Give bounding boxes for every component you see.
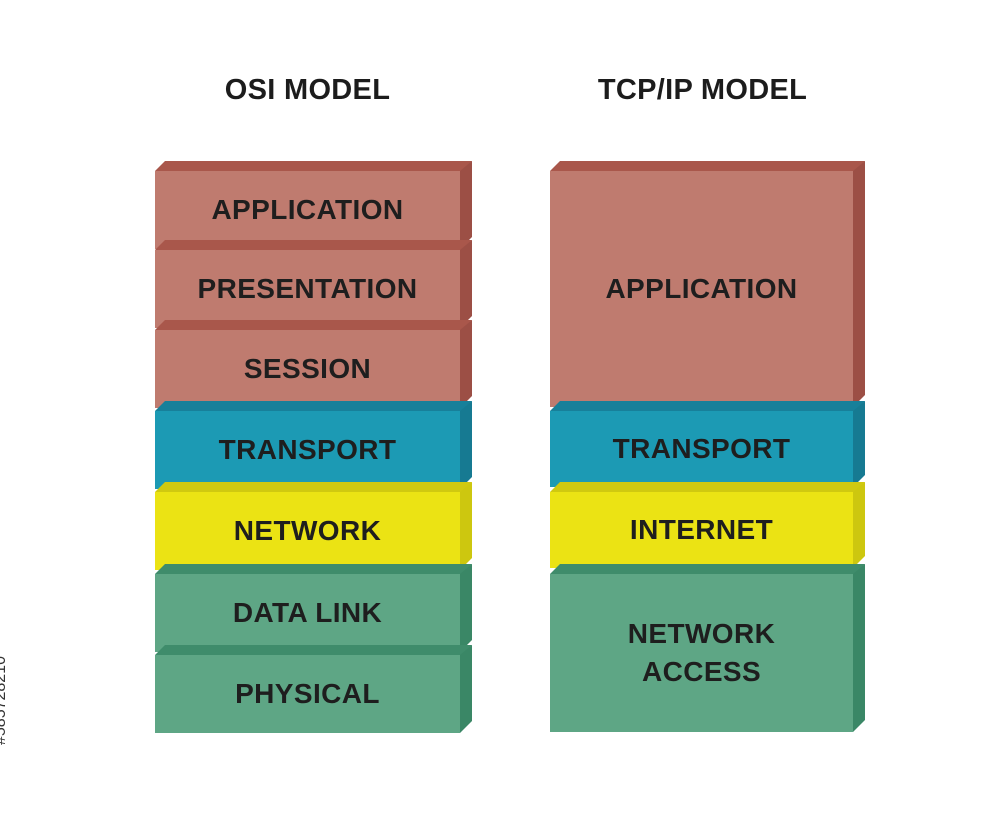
layer-side-face bbox=[853, 401, 865, 487]
layer-top-face bbox=[155, 320, 472, 330]
tcpip-layer-internet: INTERNET bbox=[550, 482, 865, 568]
layer-label: APPLICATION bbox=[550, 171, 853, 407]
layer-label: PRESENTATION bbox=[155, 250, 460, 328]
layer-top-face bbox=[155, 564, 472, 574]
layer-label: PHYSICAL bbox=[155, 655, 460, 733]
layer-top-face bbox=[155, 401, 472, 411]
layer-side-face bbox=[460, 564, 472, 652]
layer-label: SESSION bbox=[155, 330, 460, 408]
layer-top-face bbox=[155, 645, 472, 655]
layer-side-face bbox=[460, 240, 472, 328]
layer-top-face bbox=[155, 161, 472, 171]
layer-label: INTERNET bbox=[550, 492, 853, 568]
layer-label: APPLICATION bbox=[155, 171, 460, 249]
osi-layer-physical: PHYSICAL bbox=[155, 645, 472, 733]
osi-layer-data-link: DATA LINK bbox=[155, 564, 472, 652]
stock-id-watermark: #585728210 bbox=[0, 656, 9, 745]
osi-layer-transport: TRANSPORT bbox=[155, 401, 472, 489]
layer-side-face bbox=[460, 482, 472, 570]
layer-top-face bbox=[155, 240, 472, 250]
layer-side-face bbox=[460, 645, 472, 733]
layer-side-face bbox=[460, 320, 472, 408]
layer-top-face bbox=[550, 564, 865, 574]
layer-top-face bbox=[550, 161, 865, 171]
osi-model-title: OSI MODEL bbox=[224, 74, 391, 106]
layer-top-face bbox=[155, 482, 472, 492]
osi-layer-session: SESSION bbox=[155, 320, 472, 408]
tcpip-layer-transport: TRANSPORT bbox=[550, 401, 865, 487]
osi-layer-application: APPLICATION bbox=[155, 161, 472, 249]
layer-side-face bbox=[460, 161, 472, 249]
osi-layer-network: NETWORK bbox=[155, 482, 472, 570]
layer-label: DATA LINK bbox=[155, 574, 460, 652]
layer-side-face bbox=[853, 161, 865, 407]
osi-layer-presentation: PRESENTATION bbox=[155, 240, 472, 328]
layer-label: TRANSPORT bbox=[550, 411, 853, 487]
tcpip-layer-application: APPLICATION bbox=[550, 161, 865, 407]
layer-label: TRANSPORT bbox=[155, 411, 460, 489]
layer-label: NETWORK bbox=[155, 492, 460, 570]
layer-top-face bbox=[550, 482, 865, 492]
layer-side-face bbox=[853, 564, 865, 732]
layer-side-face bbox=[853, 482, 865, 568]
layer-side-face bbox=[460, 401, 472, 489]
tcpip-model-title: TCP/IP MODEL bbox=[597, 74, 808, 106]
layer-top-face bbox=[550, 401, 865, 411]
